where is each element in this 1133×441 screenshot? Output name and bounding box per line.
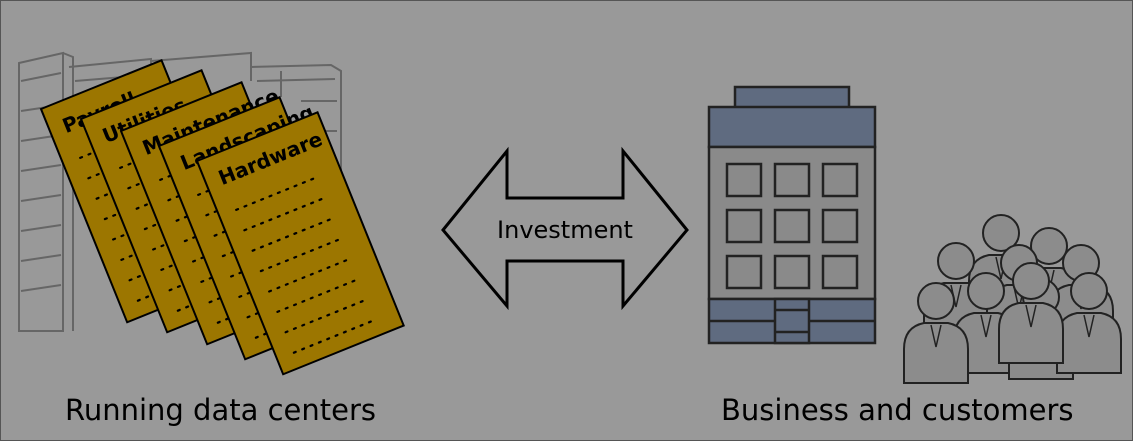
document-icon: Hardware (195, 110, 405, 376)
right-caption: Business and customers (721, 393, 1074, 427)
person-icon (998, 262, 1064, 364)
double-arrow-icon (441, 146, 689, 311)
arrow-label: Investment (497, 216, 633, 244)
person-icon (1056, 272, 1122, 374)
left-caption: Running data centers (65, 393, 376, 427)
document-stack: PayrollUtilitiesMaintenanceLandscapingHa… (39, 58, 405, 376)
people-group-icon (903, 214, 1122, 384)
person-icon (903, 282, 969, 384)
office-building-icon (707, 85, 877, 345)
